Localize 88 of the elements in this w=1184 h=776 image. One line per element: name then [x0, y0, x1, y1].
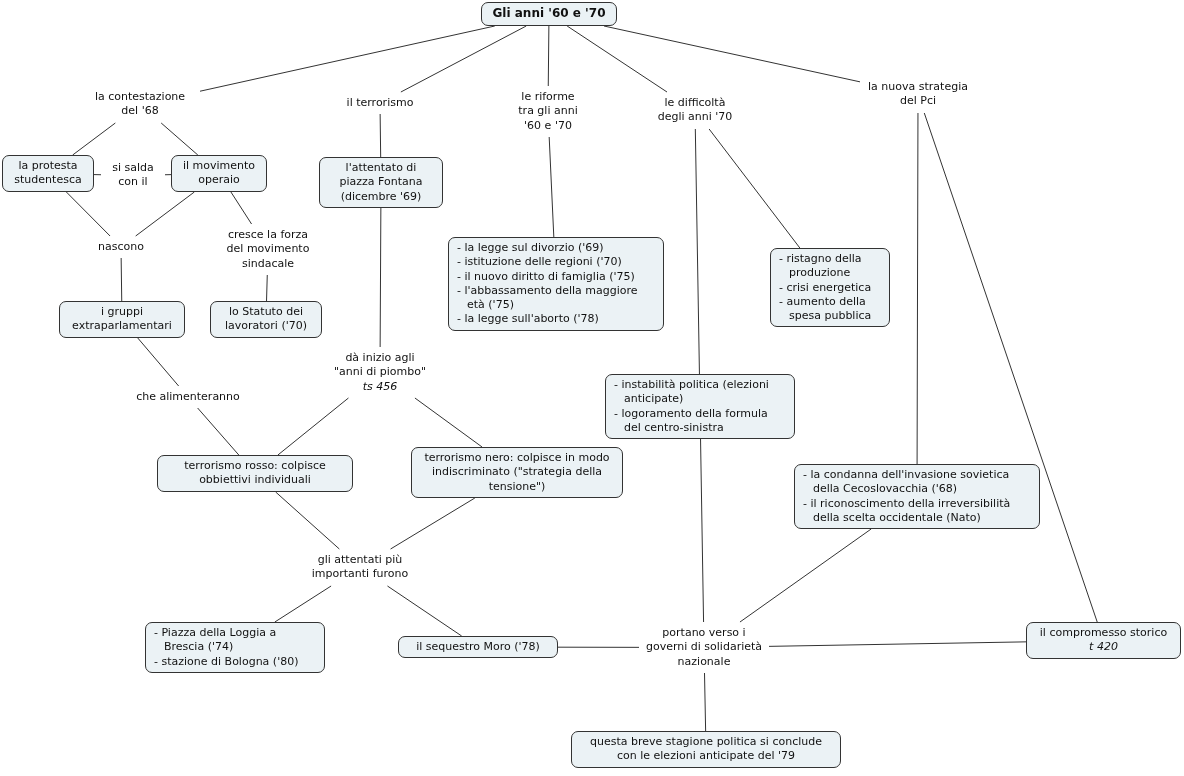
concept-box — [210, 301, 322, 338]
concept-text: questa breve stagione politica si conclude con le elezioni anticipate del '79 — [589, 735, 823, 764]
linking-phrase: gli attentati più importanti furono — [310, 553, 410, 582]
linking-phrase: che alimenteranno — [135, 390, 241, 405]
concept-box — [794, 464, 1040, 530]
connector-line — [72, 122, 116, 156]
concept-box — [605, 374, 795, 440]
connector-line — [704, 672, 707, 732]
connector-line — [923, 112, 1098, 623]
linking-phrase: la nuova strategia del Pci — [867, 80, 969, 109]
concept-box — [171, 155, 267, 192]
linking-phrase: nascono — [97, 240, 145, 255]
concept-text: - logoramento della formula del centro-sinistra — [614, 406, 769, 436]
connector-line — [700, 438, 705, 623]
connector-line — [379, 207, 382, 348]
concept-box — [59, 301, 185, 338]
connector-line — [164, 174, 172, 176]
concept-text: - il nuovo diritto di famiglia ('75) — [457, 269, 636, 284]
concept-text: - la legge sul divorzio ('69) — [457, 241, 605, 256]
concept-text: terrorismo rosso: colpisce obbiettivi individuali — [183, 459, 327, 488]
linking-phrase: il terrorismo — [345, 96, 415, 111]
page-reference: ts 456 — [361, 379, 399, 394]
concept-text: i gruppi extraparlamentari — [71, 305, 173, 334]
connector-line — [65, 191, 111, 237]
concept-text: - Piazza della Loggia a Brescia ('74) — [154, 626, 278, 655]
connector-line — [93, 174, 102, 176]
concept-text: - il riconoscimento della irreversibilità della scelta occidentale (Nato) — [803, 496, 1012, 526]
linking-phrase: le riforme tra gli anni '60 e '70 — [517, 90, 579, 133]
concept-box — [145, 622, 325, 673]
concept-text: - l'abbassamento della maggiore età ('75) — [457, 283, 639, 313]
concept-text: il movimento operaio — [181, 159, 257, 188]
connector-line — [566, 25, 668, 93]
concept-text: la protesta studentesca — [13, 159, 83, 188]
connector-line — [275, 491, 340, 550]
concept-text: il compromesso storico — [1038, 626, 1169, 641]
concept-box — [571, 731, 841, 768]
connector-line — [277, 397, 349, 456]
connector-line — [400, 25, 527, 93]
concept-box — [448, 237, 664, 331]
concept-text: - la condanna dell'invasione sovietica della Cecoslovacchia ('68) — [803, 468, 1011, 497]
connector-line — [379, 113, 382, 158]
concept-text: Gli anni '60 e '70 — [491, 6, 607, 22]
connector-line — [135, 191, 195, 237]
connector-line — [739, 528, 872, 623]
concept-box — [319, 157, 443, 208]
concept-text: - istituzione delle regioni ('70) — [457, 255, 623, 270]
concept-text: - ristagno della produzione — [779, 252, 863, 281]
concept-box — [770, 248, 890, 328]
connector-line — [916, 112, 919, 465]
concept-text: - la legge sull'aborto ('78) — [457, 312, 600, 327]
connector-line — [603, 25, 861, 83]
linking-phrase: la contestazione del '68 — [93, 90, 187, 119]
concept-text: - aumento della spesa pubblica — [779, 294, 873, 324]
concept-text: l'attentato di piazza Fontana (dicembre '69) — [338, 161, 424, 204]
connector-line — [694, 128, 700, 375]
connector-line — [548, 136, 555, 238]
connector-line — [274, 585, 332, 623]
concept-box — [157, 455, 353, 492]
connector-line — [197, 407, 240, 456]
connector-line — [160, 122, 199, 156]
connector-line — [768, 641, 1027, 647]
linking-phrase: si salda con il — [111, 161, 155, 190]
connector-line — [386, 585, 463, 637]
concept-box — [1026, 622, 1181, 659]
concept-text: terrorismo nero: colpisce in modo indiscriminato ("strategia della tensione") — [423, 451, 611, 494]
concept-text: - stazione di Bologna ('80) — [154, 654, 300, 669]
connector-line — [708, 128, 801, 249]
connector-line — [230, 191, 253, 225]
concept-text: - instabilità politica (elezioni anticipate) — [614, 378, 770, 407]
linking-phrase: portano verso i governi di solidarietà nazionale — [645, 626, 763, 669]
connector-line — [137, 337, 180, 387]
page-reference: t 420 — [1088, 640, 1119, 655]
concept-text: il sequestro Moro ('78) — [415, 640, 541, 655]
concept-box — [411, 447, 623, 498]
concept-box — [481, 2, 617, 26]
concept-text: - crisi energetica — [779, 280, 873, 295]
connector-line — [557, 646, 640, 648]
connector-line — [266, 274, 268, 302]
linking-phrase: cresce la forza del movimento sindacale — [225, 228, 311, 271]
connector-line — [390, 497, 476, 550]
linking-phrase: dà inizio agli "anni di piombo" — [332, 351, 428, 380]
concept-text: lo Statuto dei lavoratori ('70) — [224, 305, 308, 334]
connector-line — [414, 397, 483, 448]
connector-line — [547, 25, 550, 87]
concept-box — [2, 155, 94, 192]
concept-box — [398, 636, 558, 659]
connector-line — [120, 257, 123, 302]
linking-phrase: le difficoltà degli anni '70 — [656, 96, 734, 125]
